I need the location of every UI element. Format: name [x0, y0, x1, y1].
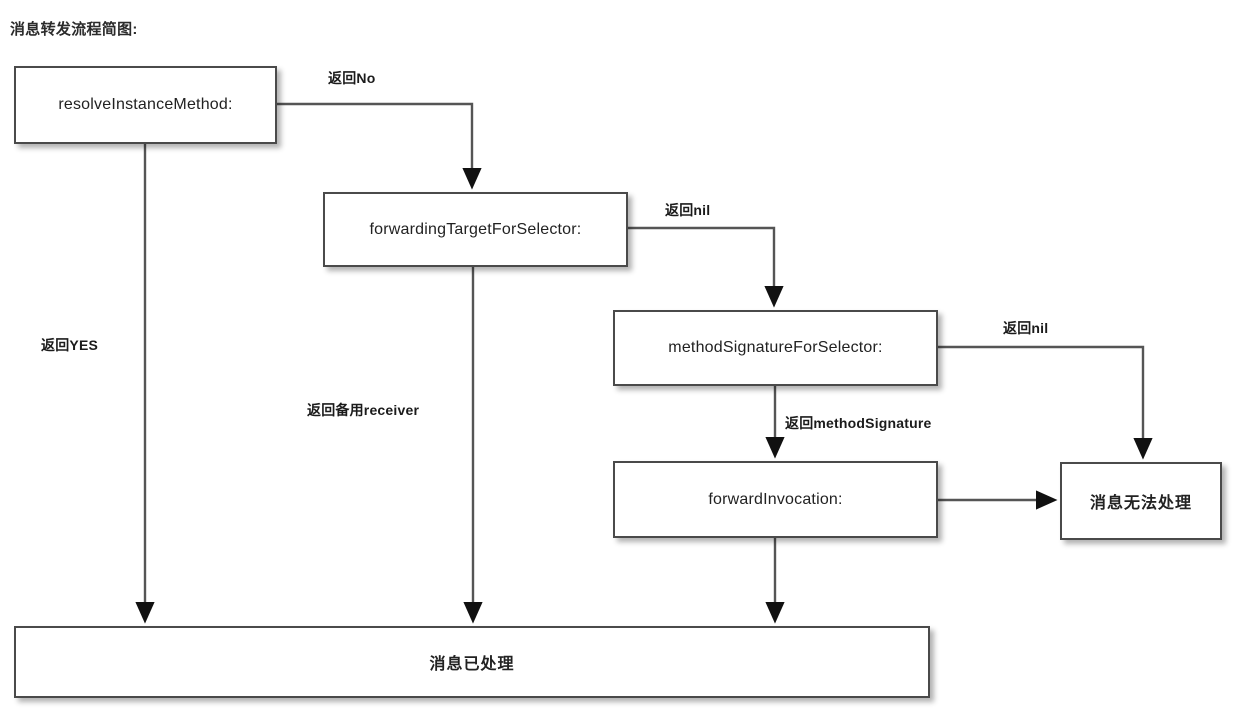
- node-label-forwarding-target-for-selector: forwardingTargetForSelector:: [369, 220, 582, 238]
- connector-return-nil-2: [938, 345, 1153, 460]
- node-label-message-handled: 消息已处理: [429, 656, 515, 673]
- node-label-resolve-instance-method: resolveInstanceMethod:: [58, 96, 233, 113]
- node-label-message-unhandled: 消息无法处理: [1089, 495, 1192, 512]
- edge-label-return-nil-2: 返回nil: [1003, 320, 1049, 336]
- node-message-handled[interactable]: 消息已处理: [14, 626, 930, 698]
- edge-label-backup-receiver: 返回备用receiver: [307, 402, 420, 418]
- connector-return-no: [277, 102, 482, 190]
- edge-label-return-no: 返回No: [328, 70, 376, 86]
- edge-label-return-yes: 返回YES: [41, 337, 99, 353]
- node-label-forward-invocation: forwardInvocation:: [708, 490, 843, 508]
- edge-label-method-signature: 返回methodSignature: [785, 415, 932, 431]
- diagram-title: 消息转发流程简图:: [10, 21, 138, 38]
- edge-label-return-nil-1: 返回nil: [665, 202, 711, 218]
- connector-return-nil-1: [628, 226, 784, 308]
- node-resolve-instance-method[interactable]: resolveInstanceMethod:: [14, 66, 277, 144]
- node-method-signature-for-selector[interactable]: methodSignatureForSelector:: [613, 310, 938, 386]
- node-forward-invocation[interactable]: forwardInvocation:: [613, 461, 938, 538]
- node-label-method-signature-for-selector: methodSignatureForSelector:: [668, 339, 883, 356]
- node-message-unhandled[interactable]: 消息无法处理: [1060, 462, 1222, 540]
- node-forwarding-target-for-selector[interactable]: forwardingTargetForSelector:: [323, 192, 628, 267]
